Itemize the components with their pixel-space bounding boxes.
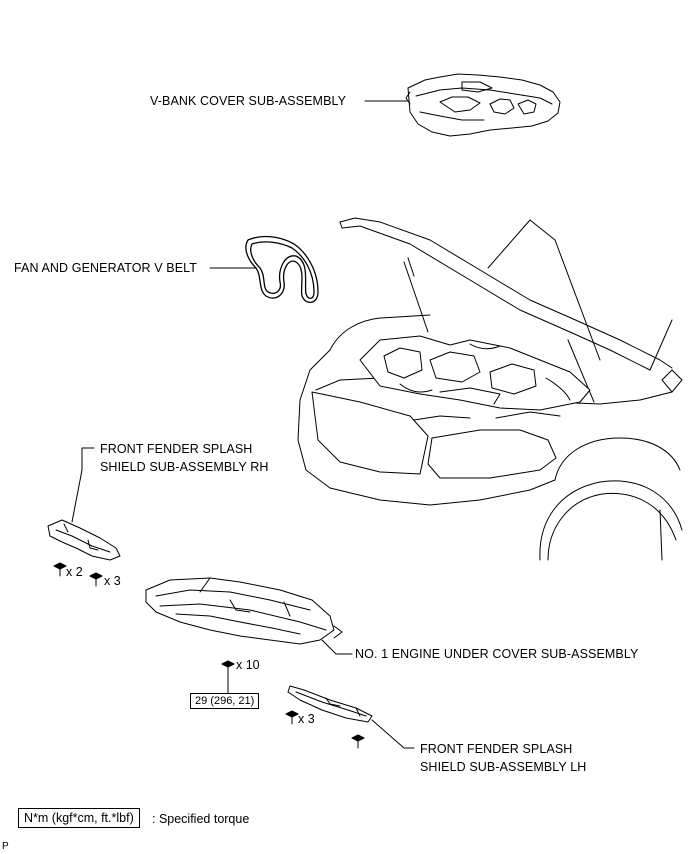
qty-lh-bolts: x 3 xyxy=(298,712,315,726)
label-fan-generator-belt: FAN AND GENERATOR V BELT xyxy=(14,261,197,275)
v-bank-cover-drawing xyxy=(405,73,561,137)
corner-mark: P xyxy=(2,841,9,852)
qty-rh-bolt-b: x 3 xyxy=(104,574,121,588)
rh-bolt-a xyxy=(53,562,67,577)
label-fender-shield-lh-line2: SHIELD SUB-ASSEMBLY LH xyxy=(420,760,587,774)
lh-bolt-a xyxy=(285,710,299,725)
qty-rh-bolt-a: x 2 xyxy=(66,565,83,579)
label-fender-shield-rh-line1: FRONT FENDER SPLASH xyxy=(100,442,253,456)
qty-under-bolts: x 10 xyxy=(236,658,260,672)
torque-spec-under-cover: 29 (296, 21) xyxy=(190,693,260,709)
rh-bolt-b xyxy=(89,572,103,587)
legend-torque-description: : Specified torque xyxy=(152,812,250,826)
v-belt-drawing xyxy=(245,235,319,303)
under-bolt xyxy=(221,660,235,681)
label-engine-under-cover: NO. 1 ENGINE UNDER COVER SUB-ASSEMBLY xyxy=(355,647,639,661)
under-cover-drawing xyxy=(145,577,343,645)
label-fender-shield-rh: FRONT FENDER SPLASH SHIELD SUB-ASSEMBLY … xyxy=(100,440,268,476)
lh-bolt-b xyxy=(351,734,365,749)
label-fender-shield-lh-line1: FRONT FENDER SPLASH xyxy=(420,742,573,756)
label-fender-shield-rh-line2: SHIELD SUB-ASSEMBLY RH xyxy=(100,460,269,474)
fender-shield-rh-drawing xyxy=(47,519,121,561)
vehicle-front-drawing xyxy=(297,217,683,561)
label-fender-shield-lh: FRONT FENDER SPLASH SHIELD SUB-ASSEMBLY … xyxy=(420,740,586,776)
legend-torque-unit-box: N*m (kgf*cm, ft.*lbf) xyxy=(18,808,140,828)
fender-shield-lh-drawing xyxy=(287,685,373,723)
label-v-bank-cover: V-BANK COVER SUB-ASSEMBLY xyxy=(150,94,347,108)
